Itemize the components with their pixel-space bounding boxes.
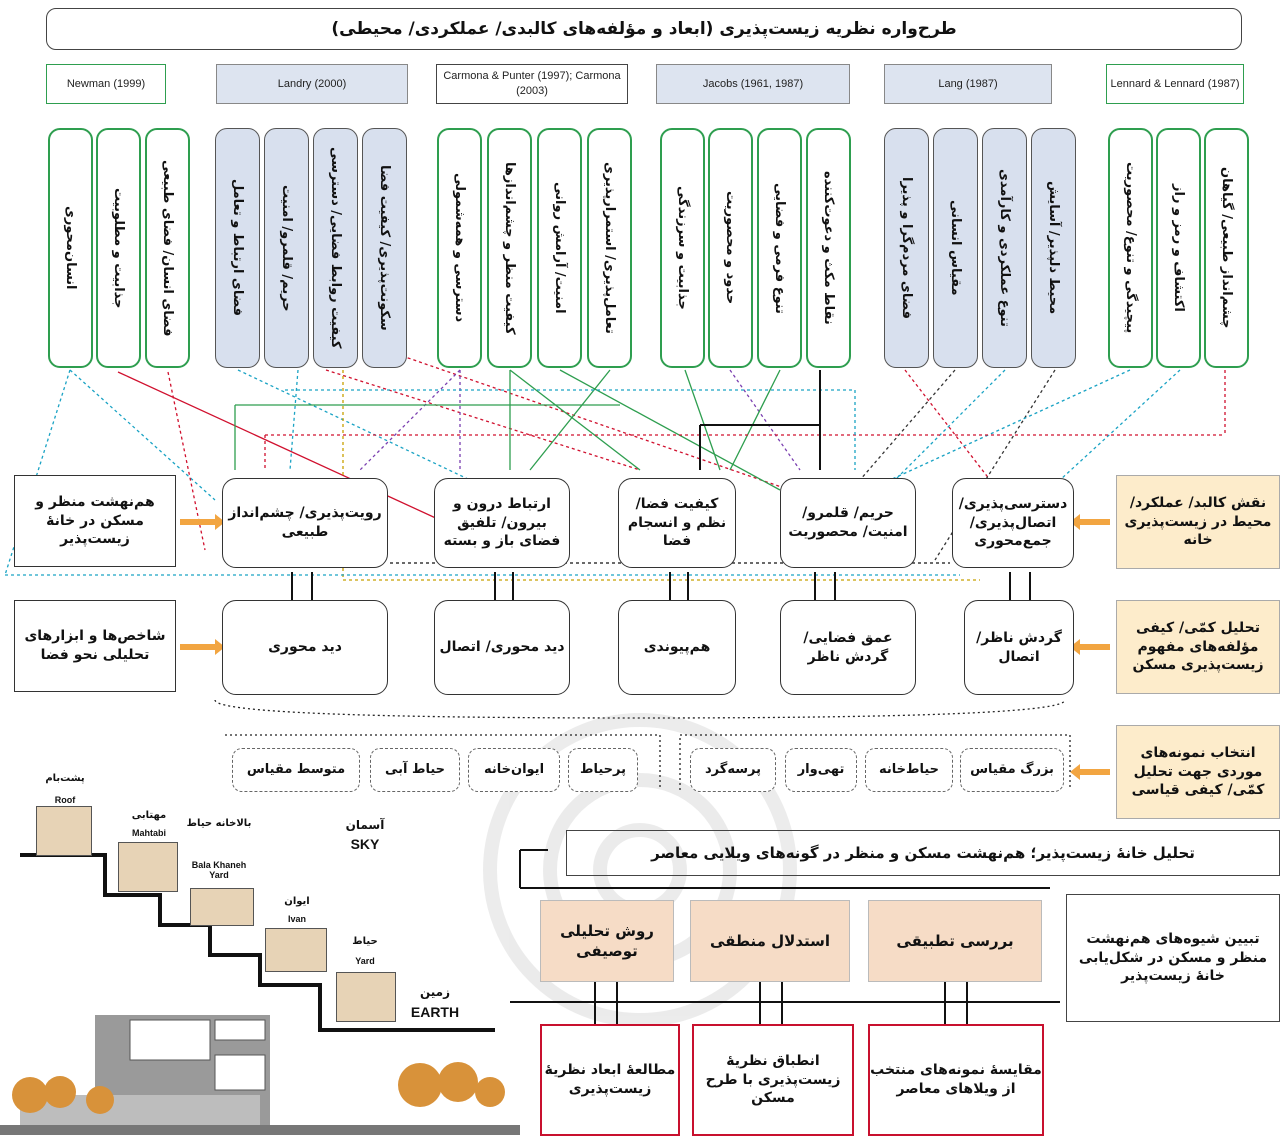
factor-box: حریم/ قلمرو/ امنیت [264,128,309,368]
factor-box: تعامل‌پذیری/ استمرارپذیری [587,128,632,368]
analysis-box-axial: دید محوری [222,600,388,695]
explain-box: تبیین شیوه‌های هم‌نهشت منظر و مسکن در شک… [1066,894,1280,1022]
method-box: استدلال منطقی [690,900,850,982]
left-box-space-syntax: شاخص‌ها و ابزارهای تحلیلی نحو فضا [14,600,176,692]
right-box-analysis: تحلیل کمّی/ کیفی مؤلفه‌های مفهوم زیست‌پذ… [1116,600,1280,694]
scale-item: تهی‌وار [785,748,857,792]
scale-item: ایوان‌خانه [468,748,560,792]
factor-box: تنوع فرمی و فضایی [757,128,802,368]
left-box-landscape: هم‌نهشت منظر و مسکن در خانهٔ زیست‌پذیر [14,475,176,567]
mid-box-space-quality: کیفیت فضا/ نظم و انسجام فضا [618,478,736,568]
factor-box: کیفیت روابط فضایی/ دسترسی [313,128,358,368]
source-carmona: Carmona & Punter (1997); Carmona (2003) [436,64,628,104]
earth-label-en: EARTH [410,1004,460,1020]
roof-image [36,806,92,856]
outcome-box: مطالعهٔ ابعاد نظریهٔ زیست‌پذیری [540,1024,680,1136]
ivan-image [265,928,327,972]
scale-item: حیاط‌خانه [865,748,953,792]
yard-label-fa: حیاط [352,936,378,947]
diagram-title: طرح‌واره نظریه زیست‌پذیری (ابعاد و مؤلفه… [46,8,1242,50]
factor-box: کیفیت منظر و چشم‌اندازها [487,128,532,368]
ivan-label-en: Ivan [287,914,306,924]
factor-box: فضای ارتباط و تعامل [215,128,260,368]
factor-box: انسان‌محوری [48,128,93,368]
factor-box: دسترسی و همه‌شمولی [437,128,482,368]
factor-box: سکونت‌پذیری/ کیفیت فضا [362,128,407,368]
analysis-box-depth: عمق فضایی/ گردش ناظر [780,600,916,695]
yard-label-en: Yard [355,956,375,966]
factor-box: امنیت/ آرامش روانی [537,128,582,368]
factor-box: حدود و محصوریت [708,128,753,368]
source-lang: Lang (1987) [884,64,1052,104]
mid-box-accessibility: دسترسی‌پذیری/ اتصال‌پذیری/ جمع‌محوری [952,478,1074,568]
analysis-box-integration: هم‌پیوندی [618,600,736,695]
sky-label-fa: آسمان [345,818,385,832]
scale-item: پرسه‌گرد [690,748,776,792]
mahtabi-label-fa: مهتابی [131,810,167,821]
scale-item: بزرگ مقیاس [960,748,1064,792]
method-box: بررسی تطبیقی [868,900,1042,982]
right-box-selection: انتخاب نمونه‌های موردی جهت تحلیل کمّی/ ک… [1116,725,1280,819]
factor-box: مقیاس انسانی [933,128,978,368]
mahtabi-image [118,842,178,892]
factor-box: محیط دلپذیر/ آسایش [1031,128,1076,368]
source-newman: Newman (1999) [46,64,166,104]
factor-box: چشم‌انداز طبیعی/ گیاهان [1204,128,1249,368]
analysis-box-circulation: گردش ناظر/ اتصال [964,600,1074,695]
mahtabi-label-en: Mahtabi [131,828,166,838]
scale-item: حیاط آبی [370,748,460,792]
bala-label-en: Bala Khaneh Yard [191,860,247,880]
analysis-title: تحلیل خانهٔ زیست‌پذیر؛ هم‌نهشت مسکن و من… [566,830,1280,876]
analysis-box-axial-connect: دید محوری/ اتصال [434,600,570,695]
scale-item: متوسط مقیاس [232,748,360,792]
roof-label-fa: پشت‌بام [45,773,85,784]
mid-box-privacy: حریم/ قلمرو/ امنیت/ محصوریت [780,478,916,568]
source-landry: Landry (2000) [216,64,408,104]
right-box-role: نقش کالبد/ عملکرد/ محیط در زیست‌پذیری خا… [1116,475,1280,569]
source-jacobs: Jacobs (1961, 1987) [656,64,850,104]
source-lennard: Lennard & Lennard (1987) [1106,64,1244,104]
factor-box: جذابیت و سرزندگی [660,128,705,368]
factor-box: فضای مردم‌گرا و پذیرا [884,128,929,368]
bala-label-fa: بالاخانه حیاط [186,818,252,829]
outcome-box: مقایسهٔ نمونه‌های منتخب از ویلاهای معاصر [868,1024,1044,1136]
ivan-label-fa: ایوان [284,896,310,907]
sky-label-en: SKY [350,836,380,852]
factor-box: فضای انسان/ فضای طبیعی [145,128,190,368]
factor-box: جذابیت و مطلوبیت [96,128,141,368]
earth-label-fa: زمین [419,985,451,999]
factor-box: پیچیدگی و تنوع/ محصوریت [1108,128,1153,368]
mid-box-inside-outside: ارتباط درون و بیرون/ تلفیق فضای باز و بس… [434,478,570,568]
outcome-box: انطباق نظریهٔ زیست‌پذیری با طرح مسکن [692,1024,854,1136]
yard-image [336,972,396,1022]
factor-box: تنوع عملکردی و کارآمدی [982,128,1027,368]
bala-khaneh-image [190,888,254,926]
method-box: روش تحلیلی توصیفی [540,900,674,982]
roof-label-en: Roof [54,795,76,805]
scale-item: پرحیاط [568,748,638,792]
factor-box: نقاط مکث و دعوت‌کننده [806,128,851,368]
mid-box-visibility: رویت‌پذیری/ چشم‌انداز طبیعی [222,478,388,568]
factor-box: اکتشاف و رمز و راز [1156,128,1201,368]
